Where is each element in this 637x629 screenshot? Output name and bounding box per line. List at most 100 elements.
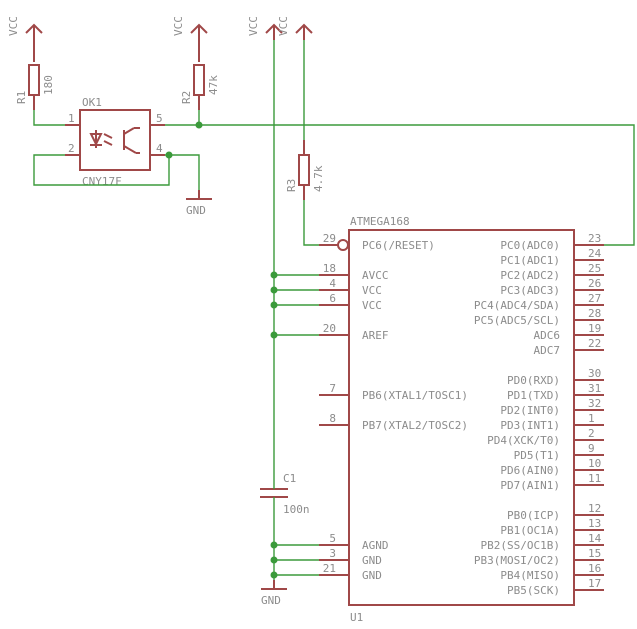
gnd-label: GND (261, 594, 281, 607)
pin-number: 10 (588, 457, 601, 470)
ok1-pin-4: 4 (156, 142, 163, 155)
vcc-symbol-r2: VCC (172, 16, 208, 62)
pin-name: PD4(XCK/T0) (487, 434, 560, 447)
pin-number: 7 (329, 382, 336, 395)
pin-number: 31 (588, 382, 601, 395)
ok1-pin-2: 2 (68, 142, 75, 155)
pin-name: PC1(ADC1) (500, 254, 560, 267)
resistor-r2[interactable]: R2 47k (180, 64, 220, 110)
pin-name: PB6(XTAL1/TOSC1) (362, 389, 468, 402)
pin-name: PB2(SS/OC1B) (481, 539, 560, 552)
optocoupler-ok1[interactable]: OK1 CNY17F 1 2 5 4 (65, 96, 165, 188)
pin-name: PB3(MOSI/OC2) (474, 554, 560, 567)
pin-number: 21 (323, 562, 336, 575)
pin-number: 17 (588, 577, 601, 590)
pin-number: 8 (329, 412, 336, 425)
r1-name: R1 (15, 91, 28, 104)
vcc-label: VCC (277, 16, 290, 36)
pin-number: 4 (329, 277, 336, 290)
ok1-pin-1: 1 (68, 112, 75, 125)
vcc-symbol-u1: VCC (247, 16, 283, 40)
vcc-label: VCC (172, 16, 185, 36)
pin-number: 19 (588, 322, 601, 335)
resistor-r3[interactable]: R3 4.7k (285, 140, 325, 200)
pin-number: 12 (588, 502, 601, 515)
junction-dot (270, 571, 278, 579)
pin-name: PC2(ADC2) (500, 269, 560, 282)
r2-value: 47k (207, 75, 220, 95)
pin-name: PB4(MISO) (500, 569, 560, 582)
junction-dot (270, 301, 278, 309)
pin-number: 16 (588, 562, 601, 575)
pin-name: AVCC (362, 269, 389, 282)
microcontroller-u1[interactable]: ATMEGA168 U1 29PC6(/RESET)18AVCC4VCC6VCC… (319, 215, 604, 624)
vcc-label: VCC (7, 16, 20, 36)
junction-dot (270, 541, 278, 549)
junction-dot (270, 271, 278, 279)
pin-name: PD0(RXD) (507, 374, 560, 387)
pin-name: PC0(ADC0) (500, 239, 560, 252)
pin-number: 27 (588, 292, 601, 305)
vcc-label: VCC (247, 16, 260, 36)
pin-name: PD7(AIN1) (500, 479, 560, 492)
pin-number: 29 (323, 232, 336, 245)
pin-name: PB1(OC1A) (500, 524, 560, 537)
pin-number: 6 (329, 292, 336, 305)
u1-title: ATMEGA168 (350, 215, 410, 228)
resistor-r1[interactable]: R1 180 (15, 64, 55, 110)
pin-name: GND (362, 554, 382, 567)
pin-number: 30 (588, 367, 601, 380)
u1-ref: U1 (350, 611, 363, 624)
pin-name: PC4(ADC4/SDA) (474, 299, 560, 312)
junctions (165, 121, 278, 579)
led-icon (89, 130, 113, 148)
r3-name: R3 (285, 179, 298, 192)
pin-number: 25 (588, 262, 601, 275)
pin-number: 15 (588, 547, 601, 560)
pin-number: 11 (588, 472, 601, 485)
pin-name: PC3(ADC3) (500, 284, 560, 297)
r2-name: R2 (180, 91, 193, 104)
pin-name: PB7(XTAL2/TOSC2) (362, 419, 468, 432)
pin-name: PD1(TXD) (507, 389, 560, 402)
pin-number: 9 (588, 442, 595, 455)
pin-name: VCC (362, 284, 382, 297)
capacitor-c1[interactable]: C1 100n (260, 472, 310, 516)
pin-number: 23 (588, 232, 601, 245)
phototransistor-icon (123, 127, 140, 154)
c1-name: C1 (283, 472, 296, 485)
pin-number: 18 (323, 262, 336, 275)
